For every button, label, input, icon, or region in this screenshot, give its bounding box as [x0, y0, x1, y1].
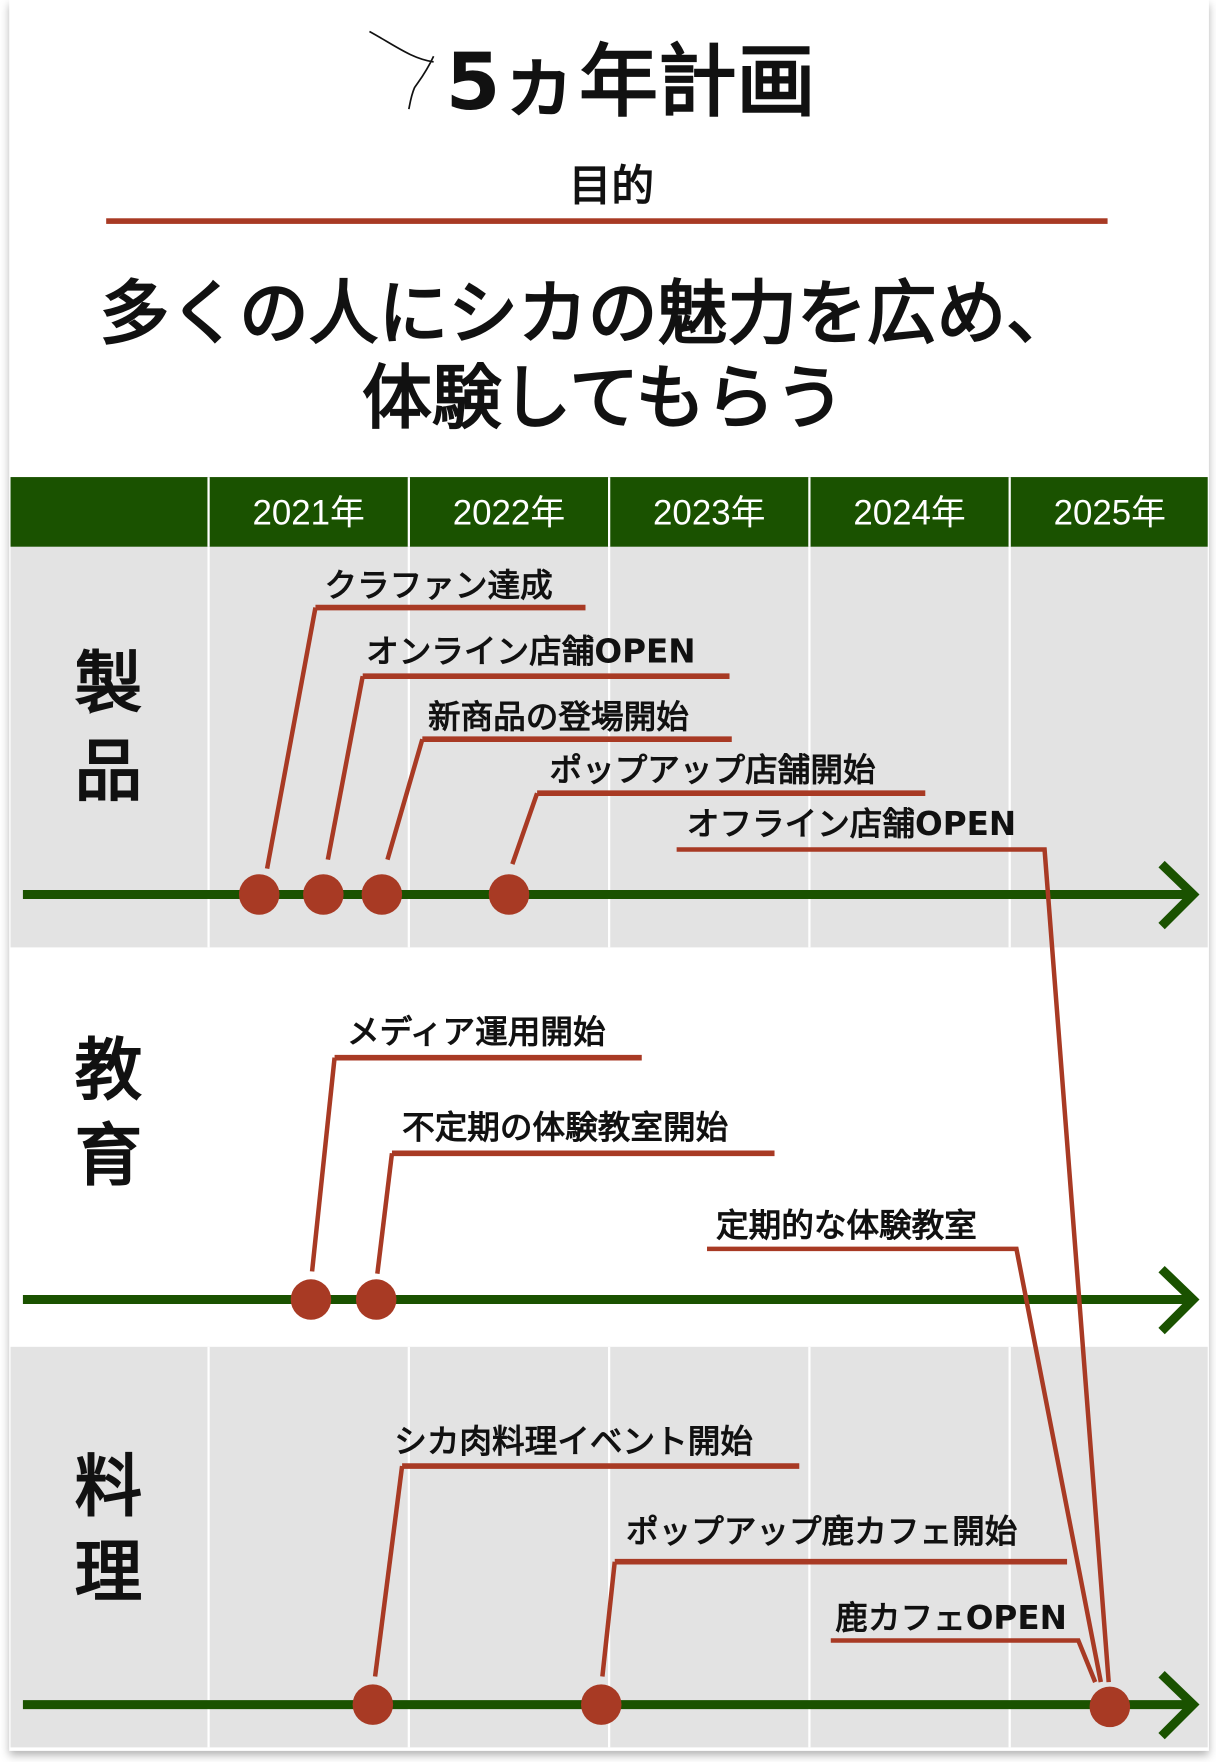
milestone-dot	[303, 874, 344, 915]
category-education-2: 育	[75, 1116, 143, 1195]
category-products-1: 製	[75, 644, 143, 723]
category-products-2: 品	[75, 731, 143, 810]
arrow-right-icon	[1158, 1670, 1200, 1740]
timeline-axis-products	[22, 860, 1200, 930]
event-label: 不定期の体験教室開始	[402, 1109, 728, 1147]
event-label: オンライン店舗OPEN	[366, 633, 695, 671]
milestone-dot	[488, 874, 530, 915]
category-cooking-2: 理	[75, 1532, 143, 1611]
year-2025: 2025年	[1054, 493, 1166, 532]
category-education-1: 教	[75, 1031, 143, 1110]
year-2022: 2022年	[453, 493, 565, 532]
milestone-dot	[352, 1684, 394, 1725]
year-2024: 2024年	[853, 493, 965, 532]
event-label: 鹿カフェOPEN	[835, 1599, 1067, 1637]
event-label: クラファン達成	[324, 566, 552, 604]
milestone-dot	[355, 1279, 397, 1320]
purpose-divider	[106, 218, 1108, 224]
event-label: メディア運用開始	[347, 1013, 606, 1051]
event-label: シカ肉料理イベント開始	[394, 1423, 753, 1461]
arrow-right-icon	[1158, 860, 1200, 930]
milestone-dot	[580, 1684, 622, 1725]
event-label: ポップアップ店舗開始	[549, 751, 875, 789]
arrow-right-icon	[1158, 1265, 1200, 1335]
milestone-dot	[361, 874, 403, 915]
event-label: オフライン店舗OPEN	[687, 805, 1016, 843]
timeline-axis-education	[22, 1265, 1200, 1335]
year-2021: 2021年	[252, 493, 364, 532]
milestone-dots	[238, 874, 1131, 1728]
doodle-arrow-icon	[369, 30, 435, 110]
milestone-dot	[290, 1279, 332, 1320]
event-label: ポップアップ鹿カフェ開始	[626, 1513, 1018, 1551]
milestone-dot	[238, 874, 280, 915]
event-label: 定期的な体験教室	[716, 1207, 977, 1245]
category-cooking-1: 料	[75, 1447, 143, 1526]
purpose-line-1: 多くの人にシカの魅力を広め、	[99, 274, 1076, 355]
page-title: 5ヵ年計画	[446, 36, 816, 128]
purpose-label: 目的	[569, 161, 655, 211]
milestone-dot	[1089, 1686, 1131, 1728]
event-label: 新商品の登場開始	[428, 698, 689, 736]
year-2023: 2023年	[653, 493, 765, 532]
leader-lines	[264, 604, 1111, 1683]
purpose-line-2: 体験してもらう	[362, 358, 845, 439]
